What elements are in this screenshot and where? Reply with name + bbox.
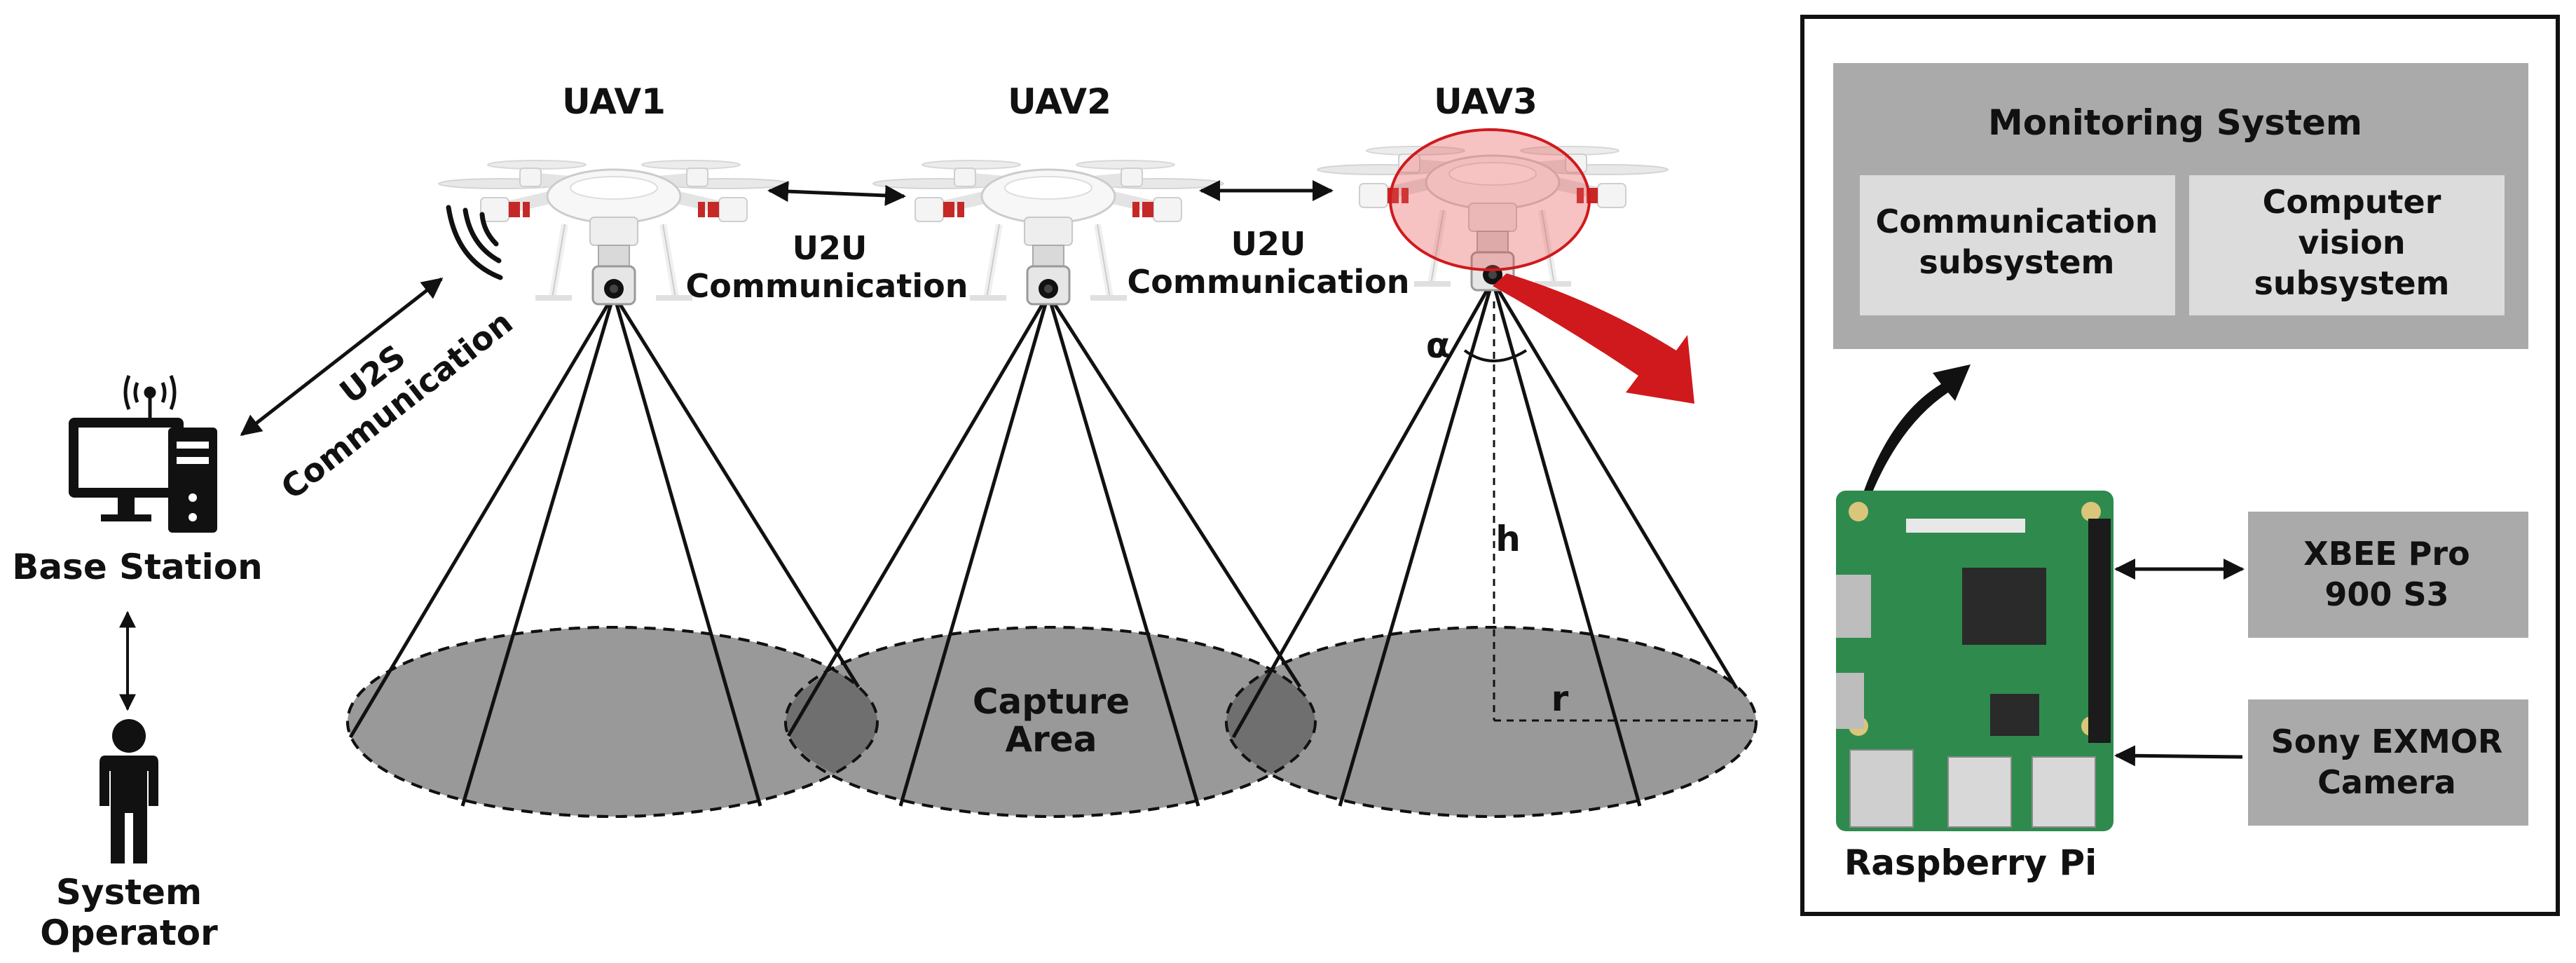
zoom-red-arrow-icon <box>1493 273 1694 404</box>
u2u-label-2-bottom: Communication <box>1128 263 1410 301</box>
uav3-highlight <box>1389 128 1591 271</box>
base-station-computer-icon <box>69 418 217 533</box>
radius-label: r <box>1551 678 1569 719</box>
raspberry-pi-label: Raspberry Pi <box>1844 842 2097 883</box>
uav1-label: UAV1 <box>562 81 666 122</box>
comm-subsystem-line2: subsystem <box>1919 243 2115 281</box>
height-label: h <box>1495 519 1521 559</box>
operator-person-icon <box>100 719 158 863</box>
u2s-arrow <box>240 278 444 436</box>
computer-vision-subsystem-box <box>2189 175 2505 315</box>
xbee-module-box <box>2248 512 2528 638</box>
u2s-label-bottom: Communication <box>274 303 520 507</box>
cv-subsystem-line2: vision <box>2298 224 2405 261</box>
geometry-annotations: α h r <box>1426 301 1756 722</box>
alpha-label: α <box>1426 325 1450 366</box>
fov-cones <box>348 279 1739 807</box>
monitoring-system-box: Monitoring System Communication subsyste… <box>1833 63 2528 349</box>
capture-area-label-2: Area <box>1005 719 1097 760</box>
uav2-label: UAV2 <box>1008 81 1111 122</box>
base-station-label: Base Station <box>12 547 263 587</box>
raspberry-pi-board-icon <box>1836 491 2113 831</box>
comm-subsystem-line1: Communication <box>1876 203 2158 240</box>
xbee-label-1: XBEE Pro <box>2303 535 2469 573</box>
camera-link-arrow <box>2114 745 2243 767</box>
operator-label-1: System <box>56 872 202 913</box>
camera-module-box <box>2248 699 2528 826</box>
camera-label-2: Camera <box>2317 763 2456 801</box>
capture-area-label-1: Capture <box>973 681 1130 722</box>
alpha-arc <box>1463 349 1528 362</box>
overlap-zone-2-3 <box>1226 670 1315 774</box>
camera-label-1: Sony EXMOR <box>2271 723 2503 760</box>
operator-label-2: Operator <box>40 913 218 953</box>
communication-subsystem-box <box>1860 175 2175 315</box>
xbee-label-2: 900 S3 <box>2324 575 2448 613</box>
monitoring-system-title: Monitoring System <box>1988 102 2362 143</box>
uav3-label: UAV3 <box>1434 81 1537 122</box>
u2u-label-1-top: U2U <box>793 229 868 267</box>
cv-subsystem-line3: subsystem <box>2254 264 2450 302</box>
cv-subsystem-line1: Computer <box>2263 183 2441 221</box>
u2u-label-1-bottom: Communication <box>686 267 968 305</box>
overlap-zone-1-2 <box>786 670 877 774</box>
u2u-arrow-1 <box>767 181 906 206</box>
board-to-monitoring-arrow-icon <box>1864 364 1971 492</box>
capture-zones <box>346 626 1758 818</box>
u2u-label-2-top: U2U <box>1231 225 1306 263</box>
wireless-signal-icon <box>446 205 503 280</box>
antenna-icon <box>123 375 177 419</box>
